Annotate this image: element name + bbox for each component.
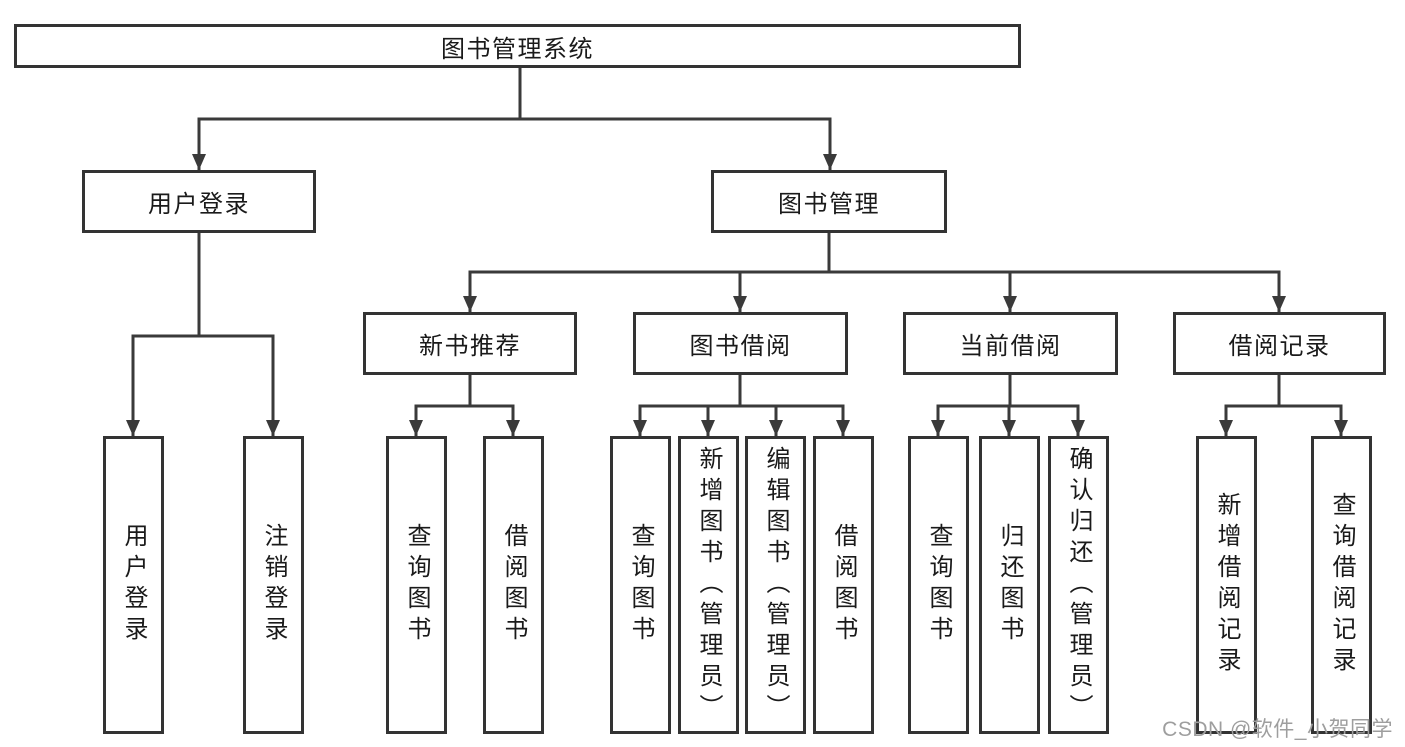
edge-currentborrow-leaf3 xyxy=(1008,375,1085,436)
edge-bookborrow-leaf1 xyxy=(633,375,742,436)
leaf-add-borrow-record: 新增借阅记录 xyxy=(1196,436,1257,734)
edge-userlogin-leaf2 xyxy=(197,233,280,436)
node-book-management: 图书管理 xyxy=(711,170,947,233)
leaf-query-books-recommend: 查询图书 xyxy=(386,436,447,734)
edge-newbookrec-leaf1 xyxy=(409,375,472,436)
node-new-book-recommend: 新书推荐 xyxy=(363,312,577,375)
node-root: 图书管理系统 xyxy=(14,24,1021,68)
edge-bookmgmt-borrowrecords xyxy=(827,233,1286,312)
edge-bookborrow-leaf2 xyxy=(701,375,742,436)
node-borrowing-records: 借阅记录 xyxy=(1173,312,1386,375)
leaf-edit-book-admin: 编辑图书（管理员） xyxy=(745,436,806,734)
leaf-return-book: 归还图书 xyxy=(979,436,1040,734)
edge-borrowrecords-leaf1 xyxy=(1219,375,1281,436)
leaf-query-borrow-record: 查询借阅记录 xyxy=(1311,436,1372,734)
leaf-query-books-current: 查询图书 xyxy=(908,436,969,734)
leaf-borrow-books-recommend: 借阅图书 xyxy=(483,436,544,734)
node-book-borrowing: 图书借阅 xyxy=(633,312,848,375)
edge-bookmgmt-currentborrow xyxy=(827,233,1017,312)
csdn-watermark: CSDN @软件_小贺同学 xyxy=(1162,718,1393,741)
edge-currentborrow-leaf2 xyxy=(1002,375,1016,436)
edge-root-book-mgmt xyxy=(518,68,837,170)
node-current-borrowing: 当前借阅 xyxy=(903,312,1118,375)
leaf-logout: 注销登录 xyxy=(243,436,304,734)
edge-currentborrow-leaf1 xyxy=(931,375,1012,436)
leaf-user-login: 用户登录 xyxy=(103,436,164,734)
leaf-confirm-return-admin: 确认归还（管理员） xyxy=(1048,436,1109,734)
edge-userlogin-leaf1 xyxy=(126,233,201,436)
edge-bookborrow-leaf4 xyxy=(738,375,850,436)
edge-bookmgmt-bookborrow xyxy=(733,233,831,312)
leaf-add-book-admin: 新增图书（管理员） xyxy=(678,436,739,734)
edge-newbookrec-leaf2 xyxy=(468,375,520,436)
leaf-query-books-borrowing: 查询图书 xyxy=(610,436,671,734)
edge-borrowrecords-leaf2 xyxy=(1277,375,1348,436)
edge-bookmgmt-newbookrec xyxy=(463,233,831,312)
leaf-borrow-books-borrowing: 借阅图书 xyxy=(813,436,874,734)
node-user-login: 用户登录 xyxy=(82,170,316,233)
edge-root-user-login xyxy=(192,68,522,170)
edge-bookborrow-leaf3 xyxy=(738,375,783,436)
